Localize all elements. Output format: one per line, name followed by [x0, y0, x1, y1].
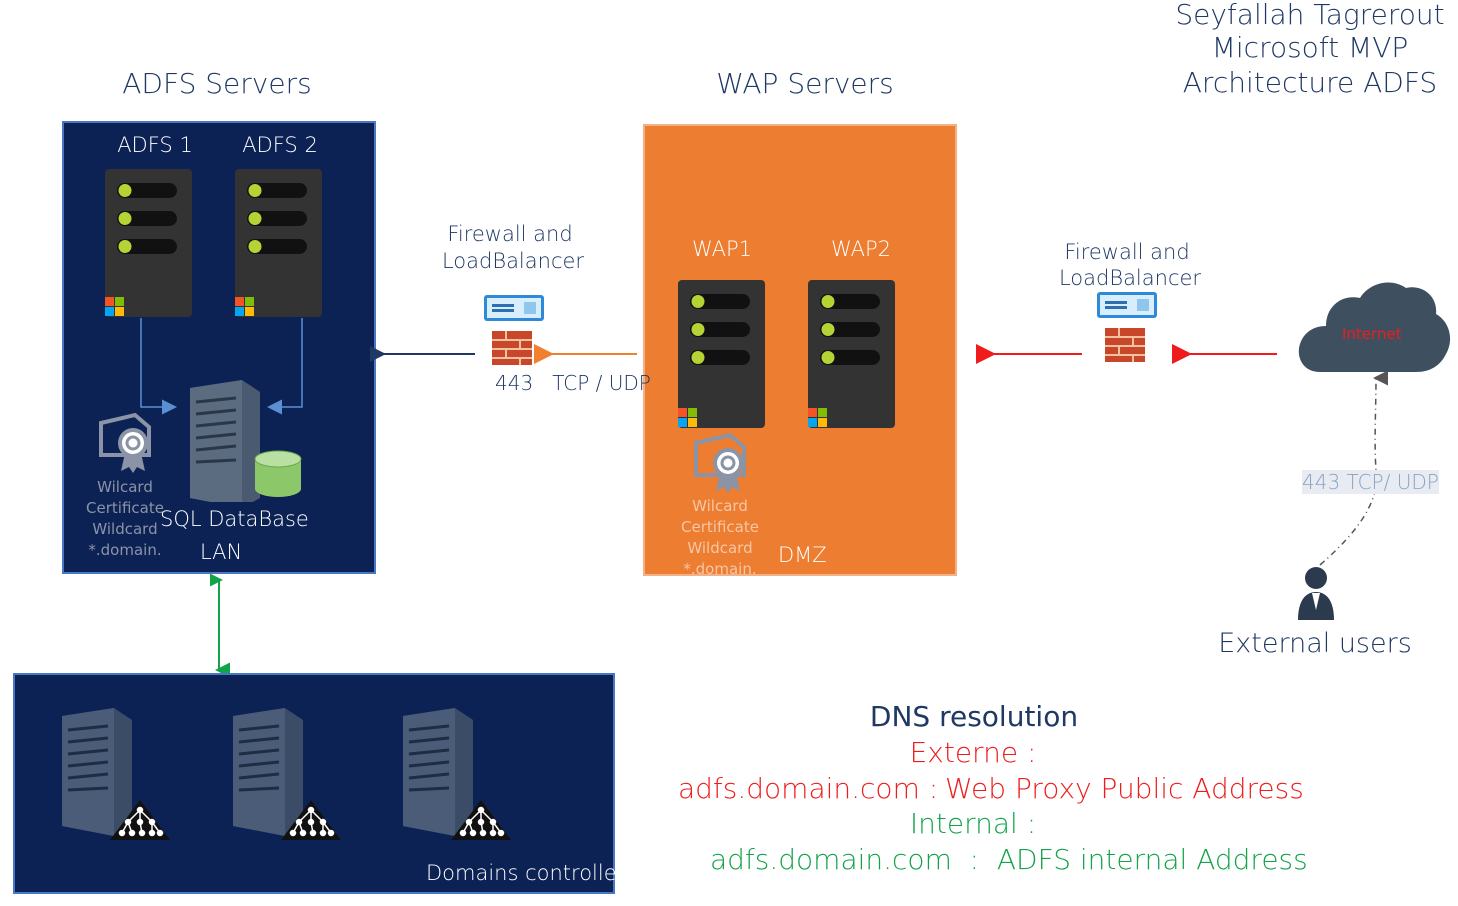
- domain-controller-1-icon: [62, 708, 172, 842]
- external-users-label: External users: [1218, 628, 1412, 659]
- wap-section-title: WAP Servers: [716, 67, 894, 100]
- firewall-internal-port-label: 443 TCP / UDP: [495, 371, 651, 395]
- internet-port-label: 443 TCP/ UDP: [1302, 470, 1439, 494]
- adfs-db-connectors: [140, 318, 303, 415]
- internet-label: Internet: [1342, 325, 1402, 343]
- dns-externe-host: adfs.domain.com :: [678, 772, 939, 805]
- user-icon: [1298, 567, 1334, 620]
- dns-internal-label: Internal :: [909, 807, 1037, 840]
- traffic-flow-arrows: [370, 344, 1277, 364]
- adfs-certificate-label: Wilcard Certificate Wildcard *.domain.: [86, 478, 164, 559]
- domain-controllers-label: Domains controllers: [426, 861, 637, 885]
- diagram-subject: Architecture ADFS: [1182, 66, 1438, 99]
- lan-dc-link: [210, 574, 230, 676]
- adfs-section-title: ADFS Servers: [122, 67, 312, 100]
- internet-cloud-icon: [1298, 282, 1451, 372]
- dns-externe-label: Externe :: [909, 736, 1037, 769]
- wap2-label: WAP2: [830, 237, 891, 261]
- adfs1-label: ADFS 1: [117, 133, 193, 157]
- author-role: Microsoft MVP: [1211, 31, 1409, 64]
- lan-zone-label: LAN: [200, 540, 243, 564]
- firewall-external-label-1: Firewall and: [1064, 240, 1190, 264]
- dns-title: DNS resolution: [869, 700, 1079, 733]
- firewall-internal-label-1: Firewall and: [447, 222, 573, 246]
- domain-controller-2-icon: [233, 708, 343, 842]
- sql-database-icon: [190, 380, 302, 502]
- wap-certificate-label: Wilcard Certificate Wildcard *.domain.: [681, 497, 759, 574]
- wap1-label: WAP1: [691, 237, 752, 261]
- adfs2-label: ADFS 2: [242, 133, 318, 157]
- domain-controller-3-icon: [403, 708, 513, 842]
- dns-internal-line: adfs.domain.com : ADFS internal Address: [710, 843, 1308, 876]
- wap-certificate-icon: [694, 433, 746, 495]
- sql-database-label: SQL DataBase: [160, 507, 309, 531]
- firewall-external-label-2: LoadBalancer: [1058, 266, 1202, 290]
- dmz-zone-label: DMZ: [778, 543, 827, 567]
- dns-externe-value: Web Proxy Public Address: [945, 772, 1304, 805]
- firewall-internal-label-2: LoadBalancer: [441, 249, 585, 273]
- adfs-certificate-icon: [99, 413, 151, 475]
- author-name: Seyfallah Tagrerout: [1175, 0, 1445, 31]
